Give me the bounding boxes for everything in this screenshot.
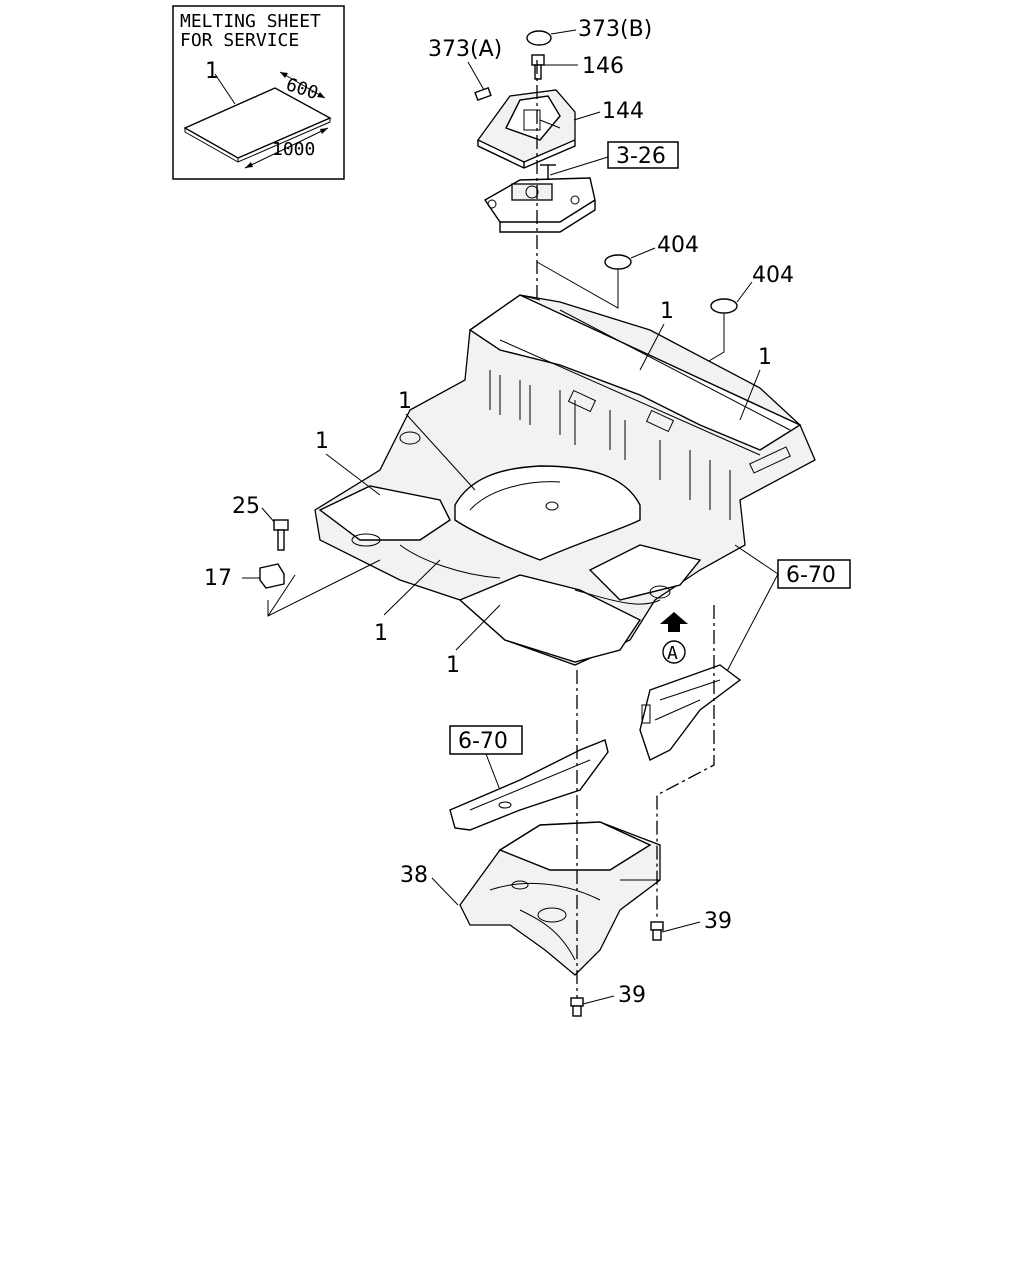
- callout-373b: 373(B): [578, 17, 652, 42]
- melting-sheet-callouts: 1 1 1 1 1 1: [315, 299, 772, 678]
- callout-39-right: 39: [704, 909, 732, 934]
- plug-404-2: [710, 298, 738, 314]
- ref-box-6-70-right[interactable]: [777, 559, 851, 589]
- callout-1-rear-right: 1: [758, 345, 772, 370]
- callout-146: 146: [582, 54, 624, 79]
- shifter-bracket: [483, 164, 596, 233]
- floor-tunnel: [454, 465, 641, 561]
- rear-floor-38: [459, 821, 661, 976]
- side-sill-right: [639, 664, 742, 761]
- callout-25: 25: [232, 494, 260, 519]
- grommet-373a: [474, 86, 492, 102]
- callout-38: 38: [400, 863, 428, 888]
- dim-1000-label: 1000: [272, 139, 315, 160]
- plug-404-1: [604, 254, 632, 270]
- floor-panel: [314, 294, 816, 666]
- callout-404-2: 404: [752, 263, 794, 288]
- inset-part-number: 1: [205, 59, 219, 84]
- melting-sheet-inset: MELTING SHEET FOR SERVICE 1 600 1000: [172, 5, 345, 180]
- right-axis: [656, 605, 715, 920]
- bracket-17: [259, 563, 285, 589]
- callout-17: 17: [204, 566, 232, 591]
- inset-title-line2: FOR SERVICE: [180, 30, 299, 51]
- ref-box-3-26[interactable]: [607, 141, 679, 169]
- side-rail-left: [449, 739, 609, 831]
- ref-3-26-label: 3-26: [616, 144, 666, 169]
- ref-6-70-right-label: 6-70: [786, 563, 836, 588]
- bracket-cluster: 25 17: [204, 494, 381, 617]
- ref-box-6-70-left[interactable]: [449, 725, 523, 755]
- inset-title-line1: MELTING SHEET: [180, 11, 321, 32]
- view-a-label: A: [667, 643, 678, 664]
- callout-1-left-floor: 1: [315, 429, 329, 454]
- console-cluster: 373(B) 146 373(A) 144 3-26: [428, 17, 679, 233]
- bolt-25: [273, 519, 289, 531]
- callout-1-rear: 1: [660, 299, 674, 324]
- plug-373b: [526, 30, 552, 46]
- callout-1-front: 1: [446, 653, 460, 678]
- callout-404-1: 404: [657, 233, 699, 258]
- callout-39-bottom: 39: [618, 983, 646, 1008]
- bolt-146: [531, 54, 545, 66]
- ref-6-70-left-label: 6-70: [458, 729, 508, 754]
- callout-373a: 373(A): [428, 37, 502, 62]
- clip-39-right: [650, 921, 664, 941]
- callout-1-tunnel: 1: [398, 389, 412, 414]
- view-arrow-a: A: [660, 612, 688, 664]
- clip-39-bottom: [570, 997, 584, 1017]
- callout-1-front-left: 1: [374, 621, 388, 646]
- callout-144: 144: [602, 99, 644, 124]
- shift-cover-144: [477, 89, 576, 169]
